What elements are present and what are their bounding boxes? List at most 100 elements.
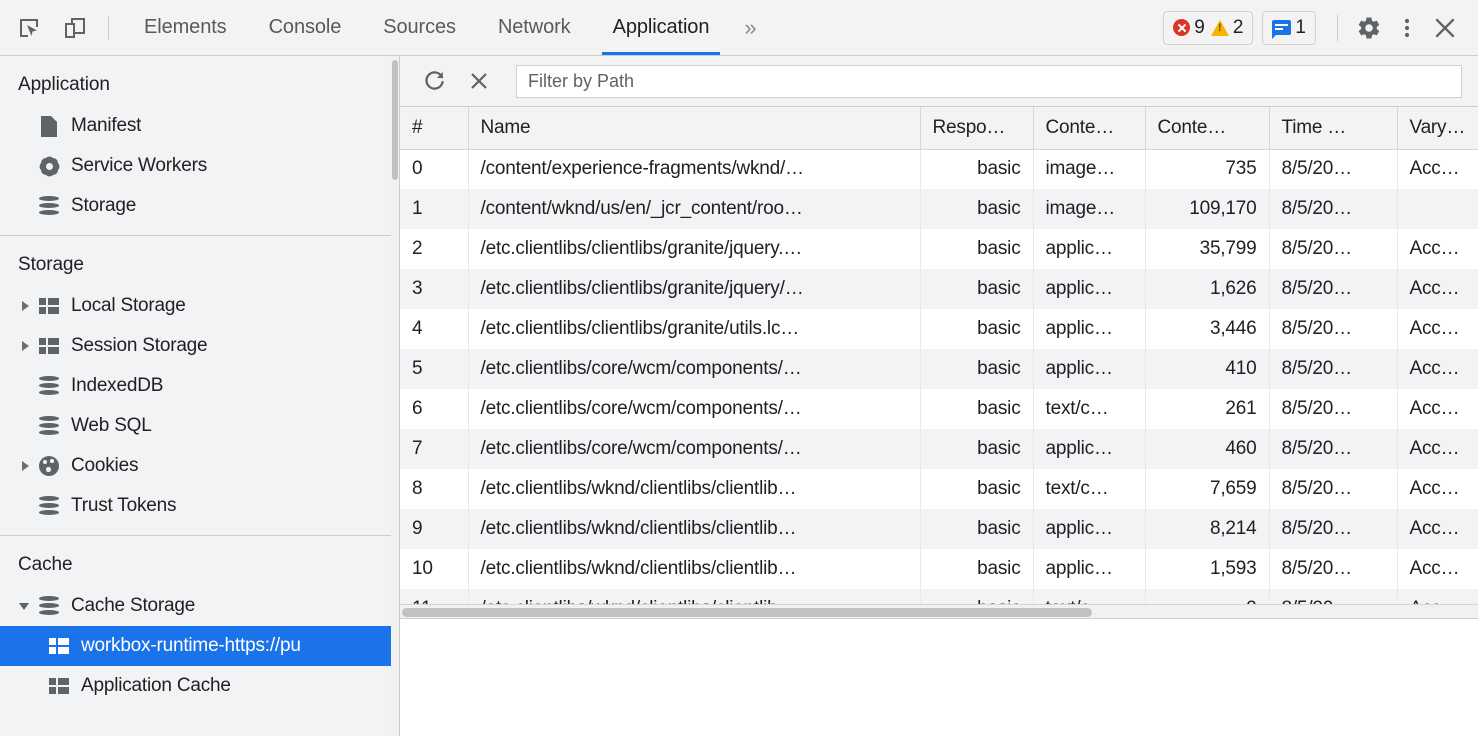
cell-time-cached: 8/5/20… (1269, 549, 1398, 589)
cell-vary-header: Accep… (1397, 229, 1478, 269)
cell-name: /etc.clientlibs/wknd/clientlibs/clientli… (468, 589, 921, 604)
expander-placeholder (18, 198, 34, 214)
sidebar-item-session-storage[interactable]: Session Storage (0, 326, 399, 366)
sidebar-item-label: Trust Tokens (71, 495, 177, 516)
tab-application[interactable]: Application (592, 0, 731, 55)
delete-icon[interactable] (460, 62, 498, 100)
chevron-right-icon[interactable] (18, 338, 34, 354)
message-badge[interactable]: 1 (1272, 17, 1306, 39)
sidebar-item-storage[interactable]: Storage (0, 186, 399, 226)
cell-vary-header: Accep… (1397, 429, 1478, 469)
tab-elements[interactable]: Elements (144, 16, 227, 38)
column-header-vary-header[interactable]: Vary H… (1397, 107, 1478, 150)
toolbar-left-icons (0, 13, 90, 43)
cell-content-length: 410 (1145, 349, 1270, 389)
cell-name: /etc.clientlibs/clientlibs/granite/utils… (468, 309, 921, 349)
cell-vary-header: Accep… (1397, 589, 1478, 604)
cell-content-length: 261 (1145, 389, 1270, 429)
chevron-right-icon[interactable] (18, 298, 34, 314)
cell-name: /etc.clientlibs/core/wcm/components/… (468, 429, 921, 469)
cell-response-type: basic (920, 229, 1034, 269)
cell-response-type: basic (920, 549, 1034, 589)
database-icon (36, 594, 62, 618)
table-row[interactable]: 9/etc.clientlibs/wknd/clientlibs/clientl… (400, 509, 1478, 549)
column-header-index[interactable]: # (400, 107, 469, 150)
table-row[interactable]: 6/etc.clientlibs/core/wcm/components/…ba… (400, 389, 1478, 429)
table-row[interactable]: 1/content/wknd/us/en/_jcr_content/roo…ba… (400, 189, 1478, 229)
sidebar-item-cookies[interactable]: Cookies (0, 446, 399, 486)
filter-by-path-input[interactable] (516, 64, 1462, 98)
table-row[interactable]: 4/etc.clientlibs/clientlibs/granite/util… (400, 309, 1478, 349)
sidebar-item-label: Manifest (71, 115, 142, 136)
table-row[interactable]: 5/etc.clientlibs/core/wcm/components/…ba… (400, 349, 1478, 389)
more-tabs-icon[interactable]: » (744, 14, 757, 40)
cell-response-type: basic (920, 309, 1034, 349)
cell-vary-header: Accep… (1397, 309, 1478, 349)
sidebar-item-manifest[interactable]: Manifest (0, 106, 399, 146)
table-row[interactable]: 8/etc.clientlibs/wknd/clientlibs/clientl… (400, 469, 1478, 509)
table-row[interactable]: 2/etc.clientlibs/clientlibs/granite/jque… (400, 229, 1478, 269)
expander-placeholder (18, 118, 34, 134)
cell-name: /content/wknd/us/en/_jcr_content/roo… (468, 189, 921, 229)
refresh-icon[interactable] (416, 62, 454, 100)
toolbar-right-icons: 9 2 1 (1163, 9, 1478, 47)
device-toolbar-icon[interactable] (60, 13, 90, 43)
error-badge[interactable]: 9 (1173, 17, 1205, 39)
cell-index: 6 (400, 389, 469, 429)
cell-content-type: text/c… (1033, 469, 1146, 509)
cell-content-type: text/c… (1033, 589, 1146, 604)
table-row[interactable]: 10/etc.clientlibs/wknd/clientlibs/client… (400, 549, 1478, 589)
tab-console[interactable]: Console (268, 16, 342, 38)
table-horizontal-scrollbar[interactable] (400, 604, 1478, 619)
cell-vary-header: Accep… (1397, 389, 1478, 429)
warning-badge[interactable]: 2 (1210, 17, 1243, 39)
table-row[interactable]: 7/etc.clientlibs/core/wcm/components/…ba… (400, 429, 1478, 469)
cache-entries-table-wrapper: # Name Respo… Conte… Conte… Time … Vary … (400, 107, 1478, 604)
table-row[interactable]: 11/etc.clientlibs/wknd/clientlibs/client… (400, 589, 1478, 604)
column-header-time-cached[interactable]: Time … (1269, 107, 1398, 150)
table-row[interactable]: 3/etc.clientlibs/clientlibs/granite/jque… (400, 269, 1478, 309)
table-icon (46, 674, 72, 698)
tab-network[interactable]: Network (497, 16, 571, 38)
cell-content-length: 1,593 (1145, 549, 1270, 589)
sidebar-scrollbar[interactable] (391, 56, 399, 736)
table-row[interactable]: 0/content/experience-fragments/wknd/…bas… (400, 149, 1478, 189)
table-icon (36, 294, 62, 318)
column-header-content-length[interactable]: Conte… (1145, 107, 1270, 150)
column-header-name[interactable]: Name (468, 107, 921, 150)
chevron-down-icon[interactable] (18, 598, 34, 614)
cell-response-type: basic (920, 389, 1034, 429)
toolbar-divider (108, 15, 109, 40)
cell-index: 11 (400, 589, 469, 604)
messages-counter[interactable]: 1 (1262, 10, 1316, 45)
cell-content-type: applic… (1033, 509, 1146, 549)
cell-index: 1 (400, 189, 469, 229)
sidebar-item-local-storage[interactable]: Local Storage (0, 286, 399, 326)
column-header-response-type[interactable]: Respo… (920, 107, 1034, 150)
table-horizontal-scrollbar-thumb[interactable] (402, 608, 1092, 617)
gear-icon[interactable] (1350, 9, 1388, 47)
sidebar-item-label: Cookies (71, 455, 139, 476)
chevron-right-icon[interactable] (18, 458, 34, 474)
cell-time-cached: 8/5/20… (1269, 189, 1398, 229)
sidebar-item-cache-storage[interactable]: Cache Storage (0, 586, 399, 626)
sidebar-item-trust-tokens[interactable]: Trust Tokens (0, 486, 399, 526)
sidebar-item-application-cache[interactable]: Application Cache (0, 666, 399, 706)
issues-counter[interactable]: 9 2 (1163, 10, 1254, 45)
sidebar-section-cache: Cache Cache Storage workbox-runtime-http… (0, 536, 399, 715)
cell-content-type: applic… (1033, 309, 1146, 349)
kebab-menu-icon[interactable] (1388, 9, 1426, 47)
sidebar-item-service-workers[interactable]: Service Workers (0, 146, 399, 186)
sidebar-item-workbox-runtime[interactable]: workbox-runtime-https://pu (0, 626, 399, 666)
sidebar-item-indexeddb[interactable]: IndexedDB (0, 366, 399, 406)
tab-sources[interactable]: Sources (383, 16, 456, 38)
cell-content-length: 460 (1145, 429, 1270, 469)
inspect-element-icon[interactable] (14, 13, 44, 43)
column-header-content-type[interactable]: Conte… (1033, 107, 1146, 150)
close-icon[interactable] (1426, 9, 1464, 47)
cell-vary-header: Accep… (1397, 469, 1478, 509)
sidebar-item-web-sql[interactable]: Web SQL (0, 406, 399, 446)
cell-index: 8 (400, 469, 469, 509)
sidebar-scrollbar-thumb[interactable] (392, 60, 398, 180)
